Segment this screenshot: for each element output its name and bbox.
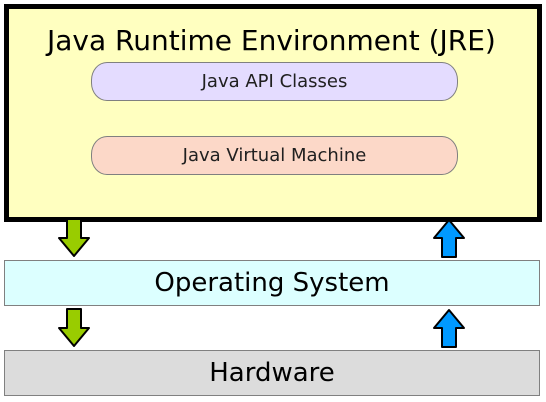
down-arrow-icon xyxy=(58,218,90,257)
jre-box xyxy=(4,4,542,222)
java-api-classes-cylinder: Java API Classes xyxy=(91,62,458,101)
operating-system-layer: Operating System xyxy=(4,260,540,306)
java-virtual-machine-label: Java Virtual Machine xyxy=(182,145,367,166)
operating-system-label: Operating System xyxy=(154,268,390,298)
up-arrow-icon xyxy=(433,309,465,348)
java-virtual-machine-cylinder: Java Virtual Machine xyxy=(91,136,458,175)
hardware-layer: Hardware xyxy=(4,350,540,396)
java-api-classes-label: Java API Classes xyxy=(201,71,348,92)
up-arrow-icon xyxy=(433,219,465,258)
jre-title: Java Runtime Environment (JRE) xyxy=(47,24,496,57)
down-arrow-icon xyxy=(58,308,90,347)
hardware-label: Hardware xyxy=(209,358,335,388)
